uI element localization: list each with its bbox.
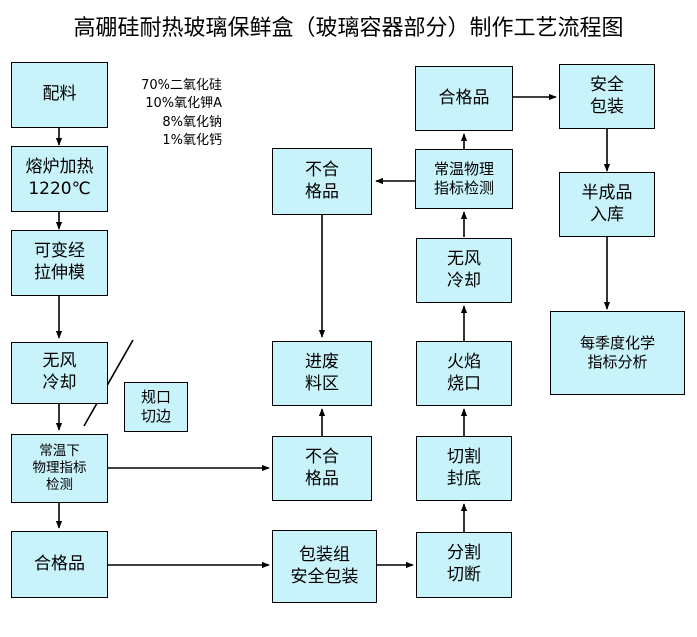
node-peiliao[interactable]: 配料 xyxy=(11,62,108,128)
node-changwenxia-wuli-jiance[interactable]: 常温下 物理指标 检测 xyxy=(11,434,108,503)
node-fenge-qieduan[interactable]: 分割 切断 xyxy=(416,532,512,598)
node-guikou-qiebian[interactable]: 规口 切边 xyxy=(124,382,188,432)
node-baozhuangzu-anquan-baozhuang[interactable]: 包装组 安全包装 xyxy=(272,530,377,603)
node-ronglu-jiare[interactable]: 熔炉加热 1220℃ xyxy=(11,146,108,212)
node-wufeng-lengque-right[interactable]: 无风 冷却 xyxy=(416,238,512,303)
node-qiege-fengdi[interactable]: 切割 封底 xyxy=(416,436,512,501)
node-anquan-baozhuang[interactable]: 安全 包装 xyxy=(559,64,655,129)
node-hegepin-right[interactable]: 合格品 xyxy=(415,66,513,131)
node-changwen-wuli-jiance[interactable]: 常温物理 指标检测 xyxy=(415,149,513,209)
node-banchengpin-ruku[interactable]: 半成品 入库 xyxy=(559,172,655,237)
node-hegepin-left[interactable]: 合格品 xyxy=(11,531,108,598)
node-buhegepin-bottom[interactable]: 不合 格品 xyxy=(272,436,372,501)
node-kebian-lashenmo[interactable]: 可变经 拉伸模 xyxy=(11,230,108,296)
formula-annotation: 70%二氧化硅 10%氧化钾A 8%氧化钠 1%氧化钙 xyxy=(141,78,222,149)
node-huoyan-shaokou[interactable]: 火焰 烧口 xyxy=(416,341,512,406)
node-buhegepin-top[interactable]: 不合 格品 xyxy=(272,148,372,215)
page-title: 高硼硅耐热玻璃保鲜盒（玻璃容器部分）制作工艺流程图 xyxy=(73,16,624,41)
node-jinfeiliaoqu[interactable]: 进废 料区 xyxy=(272,341,372,406)
node-wufeng-lengque-left[interactable]: 无风 冷却 xyxy=(11,342,108,404)
node-jidu-huaxue-zhibiao-fenxi[interactable]: 每季度化学 指标分析 xyxy=(550,311,685,395)
